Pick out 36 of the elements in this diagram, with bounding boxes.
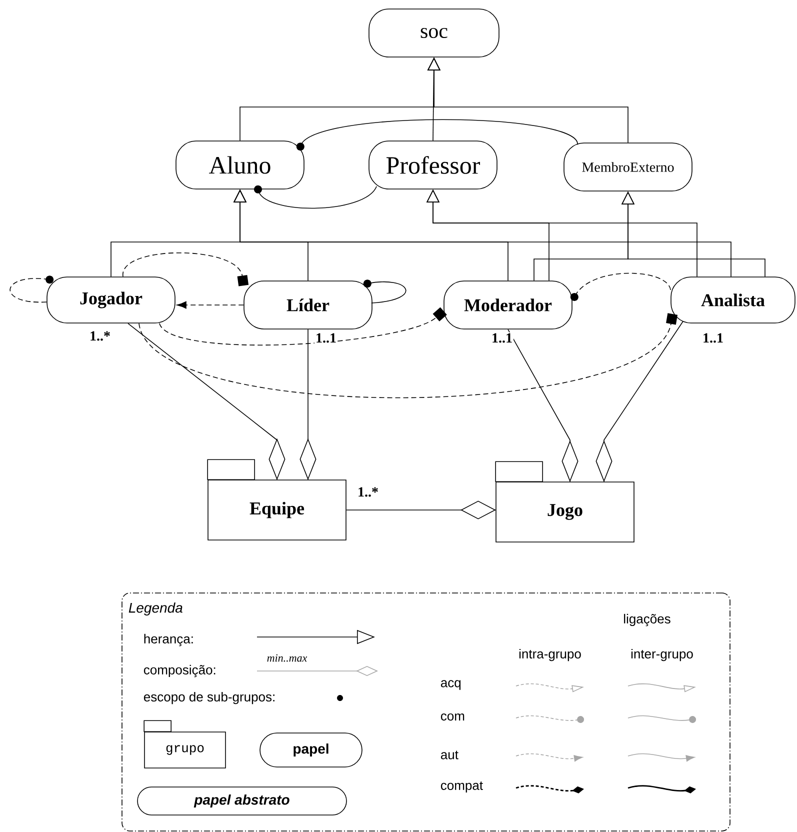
link-line: [296, 119, 578, 151]
link-arrow: [159, 307, 447, 346]
group-box: grupo: [144, 720, 226, 768]
group-box: Jogo: [495, 461, 634, 542]
role-box: Aluno: [176, 140, 304, 190]
legend-text: min..max: [267, 654, 308, 662]
legend-text: escopo de sub-grupos:: [144, 692, 274, 704]
legend-text: inter-grupo: [631, 648, 693, 662]
legend-text: ligações: [624, 614, 670, 626]
legend-text: acq: [440, 680, 461, 690]
role-box: Jogador: [46, 276, 176, 324]
composition-line: [346, 500, 496, 520]
legend-text: intra-grupo: [519, 648, 581, 662]
edge-label: 1..1: [314, 332, 338, 344]
edge-label: 1..*: [88, 330, 112, 342]
role-box: Moderador: [444, 280, 572, 330]
role-box: soc: [368, 8, 500, 58]
edge-label: 1..1: [490, 332, 514, 344]
legend-text: herança:: [144, 634, 193, 646]
legend-text: com: [440, 713, 464, 721]
link-line: [10, 276, 54, 302]
role-box: Professor: [368, 140, 498, 190]
legend-text: composição:: [144, 664, 216, 678]
role-box: Líder: [244, 280, 372, 330]
group-box: Equipe: [207, 459, 346, 540]
link-line: [363, 280, 406, 304]
legend-text: aut: [440, 750, 458, 760]
role-box: MembroExterno: [564, 142, 692, 192]
edge-label: 1..1: [702, 332, 724, 344]
legend-text: compat: [440, 781, 483, 793]
link-line: [570, 272, 671, 301]
edge-label: 1..*: [356, 486, 380, 498]
link-line: [254, 185, 377, 209]
role-box: papel: [260, 732, 362, 768]
role-box: Analista: [670, 276, 796, 324]
link-arrow: [176, 301, 244, 309]
